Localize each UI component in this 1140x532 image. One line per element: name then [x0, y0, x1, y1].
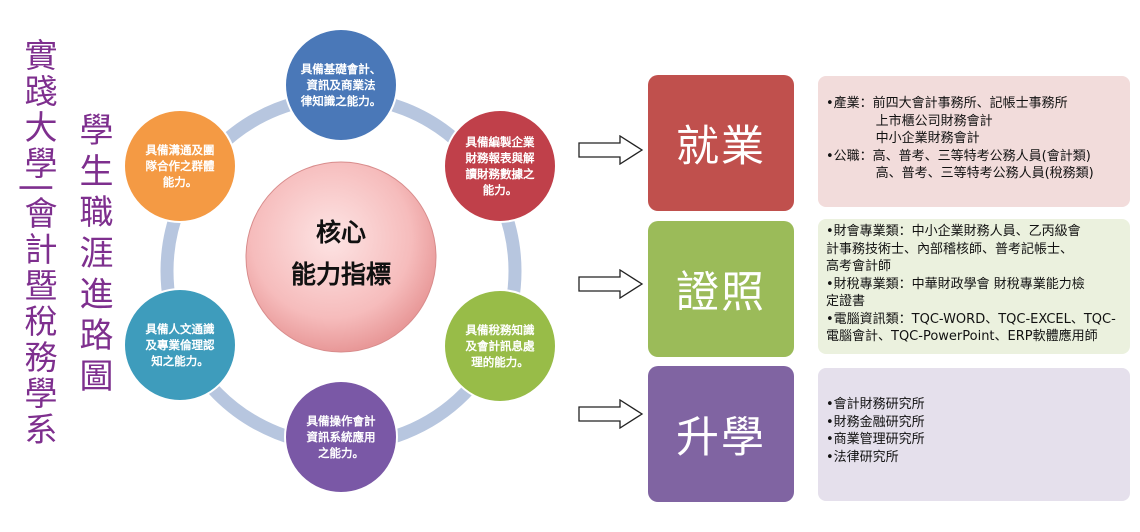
detail-line: 計事務技術士、內部稽核師、普考記帳士、 [826, 241, 1074, 257]
competency-node-3 [443, 289, 557, 403]
competency-label-6: 具備溝通及團隊合作之群體能力。 [130, 142, 230, 190]
detail-line: •商業管理研究所 [826, 432, 925, 447]
detail-line: 上市櫃公司財務會計 [826, 113, 993, 129]
detail-line: •財稅專業類：中華財政學會 財稅專業能力檢 [826, 276, 1085, 292]
career-map-title: 學生職涯進路圖 [73, 112, 113, 399]
competency-label-line: 財務報表與解 [465, 151, 535, 165]
center-line-2: 能力指標 [290, 260, 391, 289]
detail-line: 高、普考、三等特考公務人員(稅務類) [826, 166, 1094, 181]
competency-label-4: 具備操作會計資訊系統應用之能力。 [291, 413, 391, 461]
center-label: 核心 能力指標 [261, 212, 421, 296]
further-study-box: 升學 [648, 366, 794, 502]
detail-line: •財會專業類：中小企業財務人員、乙丙級會 [826, 224, 1081, 239]
competency-label-line: 之能力。 [318, 446, 364, 460]
competency-label-line: 具備稅務知識 [465, 323, 535, 337]
employment-detail: •產業：前四大會計事務所、記帳士事務所 上市櫃公司財務會計 中小企業財務會計 •… [818, 76, 1130, 207]
certification-box: 證照 [648, 221, 794, 357]
competency-label-line: 具備溝通及團 [145, 143, 215, 157]
detail-line: •產業：前四大會計事務所、記帳士事務所 [826, 96, 1068, 111]
competency-label-line: 資訊系統應用 [306, 430, 376, 444]
competency-label-line: 具備基礎會計、 [300, 62, 382, 76]
competency-label-line: 具備操作會計 [306, 414, 376, 428]
competency-node-2 [443, 109, 557, 223]
arrow-to-certification [578, 269, 644, 299]
competency-node-6 [123, 109, 237, 223]
competency-label-line: 知之能力。 [151, 354, 209, 368]
competency-node-4 [284, 380, 398, 494]
competency-label-line: 隊合作之群體 [145, 159, 215, 173]
center-circle [245, 161, 437, 353]
competency-label-line: 理的能力。 [471, 355, 529, 369]
competency-node-1 [284, 28, 398, 142]
detail-line: •電腦資訊類：TQC-WORD、TQC-EXCEL、TQC- [826, 311, 1116, 327]
detail-line: •會計財務研究所 [826, 397, 925, 412]
competency-label-line: 具備人文通識 [145, 322, 215, 336]
detail-line: •財務金融研究所 [826, 414, 925, 430]
competency-label-2: 具備編製企業財務報表與解讀財務數據之能力。 [450, 134, 550, 198]
competency-node-5 [123, 288, 237, 402]
competency-label-1: 具備基礎會計、資訊及商業法律知識之能力。 [291, 61, 391, 109]
competency-label-line: 律知識之能力。 [300, 94, 382, 108]
certification-detail: •財會專業類：中小企業財務人員、乙丙級會 計事務技術士、內部稽核師、普考記帳士、… [818, 219, 1130, 354]
detail-line: 電腦會計、TQC-PowerPoint、ERP軟體應用師 [826, 329, 1098, 344]
competency-label-3: 具備稅務知識及會計訊息處理的能力。 [450, 322, 550, 370]
competency-label-line: 及會計訊息處 [465, 339, 535, 353]
center-line-1: 核心 [315, 218, 366, 247]
detail-line: •法律研究所 [826, 449, 899, 465]
competency-label-line: 及專業倫理認 [145, 338, 215, 352]
competency-label-5: 具備人文通識及專業倫理認知之能力。 [130, 321, 230, 369]
competency-label-line: 能力。 [162, 175, 198, 189]
competency-label-line: 具備編製企業 [465, 135, 535, 149]
competency-label-line: 資訊及商業法 [306, 78, 376, 92]
detail-line: •公職：高、普考、三等特考公務人員(會計類) [826, 148, 1091, 164]
detail-line: 中小企業財務會計 [826, 131, 980, 146]
department-title: 實踐大學|會計暨稅務學系 [19, 38, 58, 449]
detail-line: 高考會計師 [826, 259, 892, 274]
arrow-to-employment [578, 135, 644, 165]
further-study-detail: •會計財務研究所 •財務金融研究所 •商業管理研究所 •法律研究所 [818, 368, 1130, 501]
arrow-to-further-study [578, 399, 644, 429]
competency-label-line: 讀財務數據之 [465, 167, 535, 181]
competency-label-line: 能力。 [482, 183, 518, 197]
detail-line: 定證書 [826, 294, 866, 309]
employment-box: 就業 [648, 75, 794, 211]
